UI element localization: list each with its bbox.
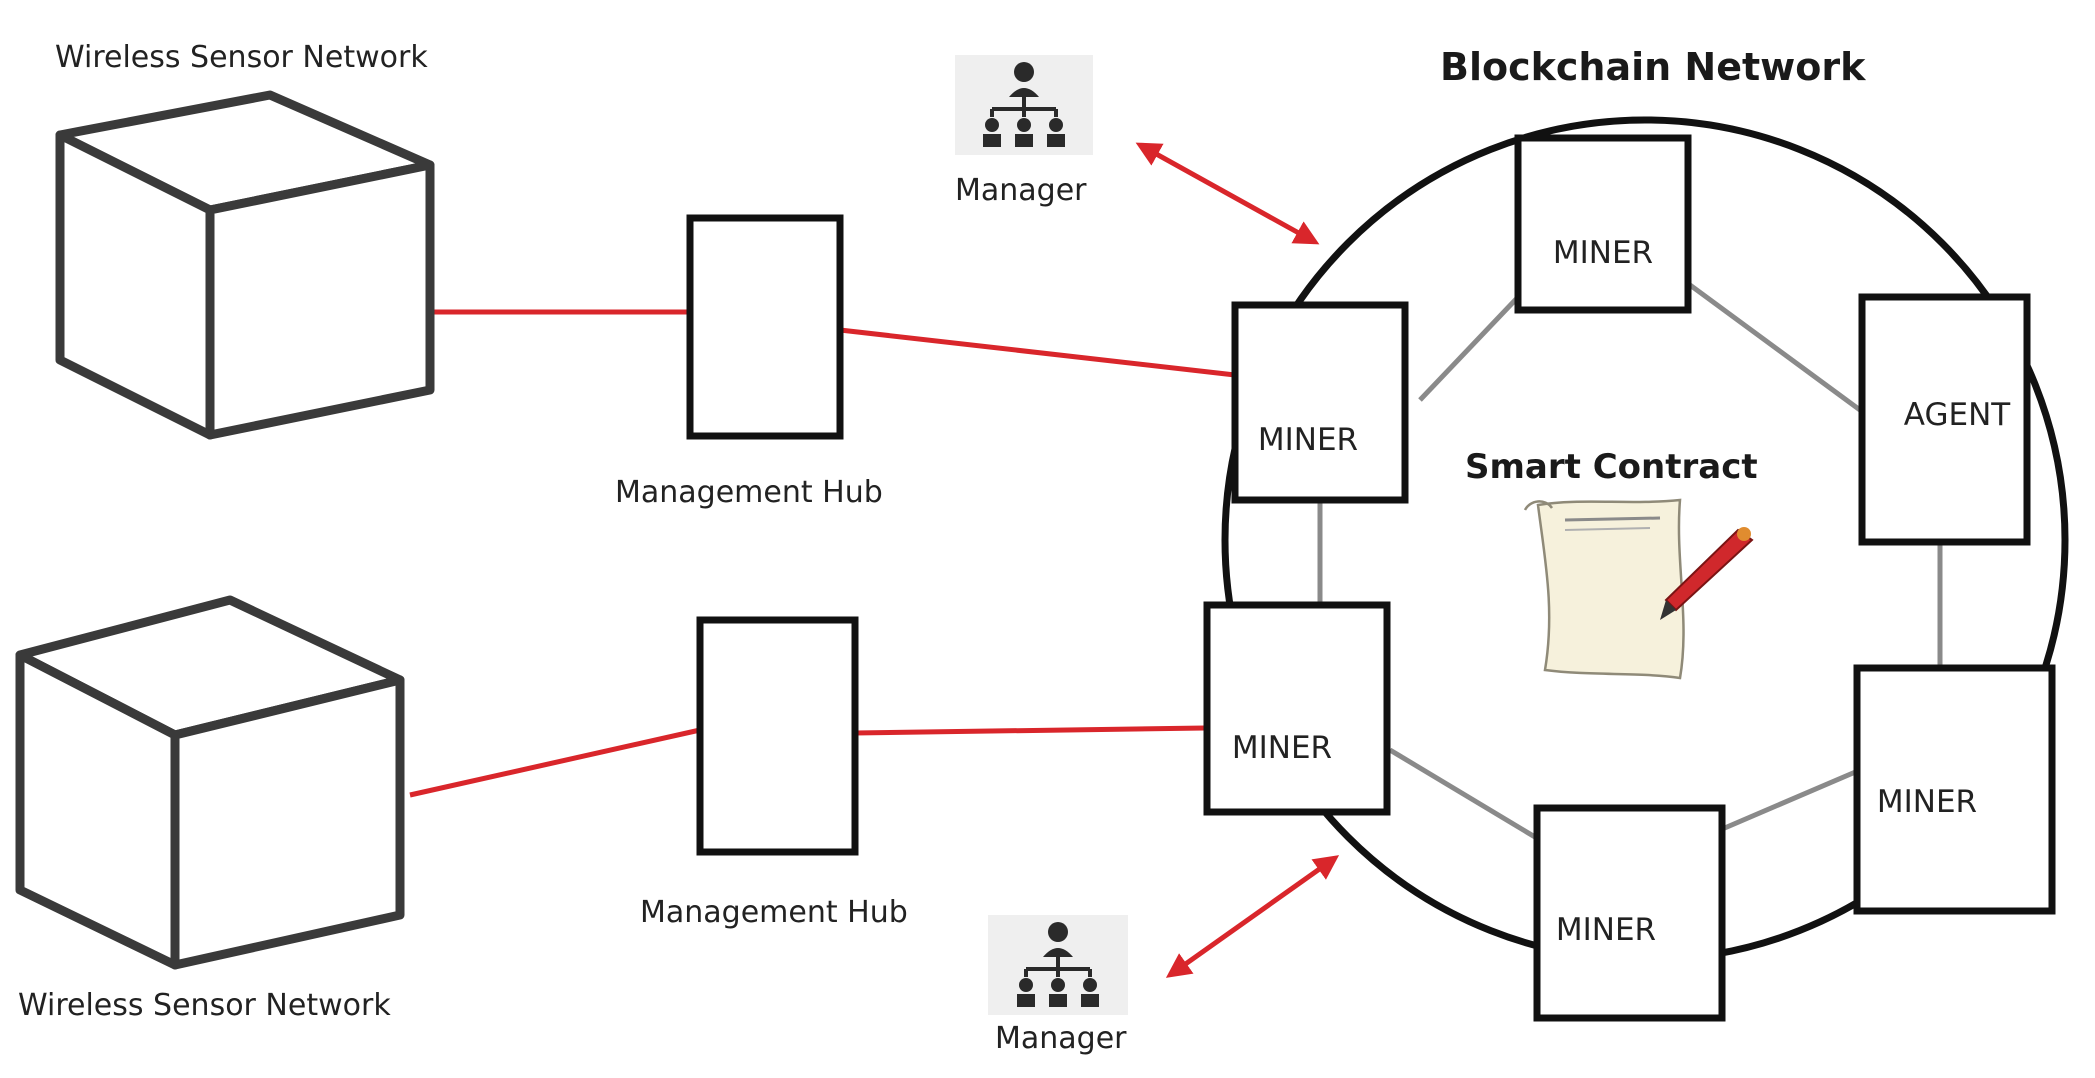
management-hub-2 [696, 616, 859, 856]
management-hub-1 [686, 214, 844, 440]
manager-label-top: Manager [955, 173, 1087, 208]
manager-arrow-top [1135, 142, 1320, 245]
ring-node-label: AGENT [1904, 397, 2011, 433]
wsn-label-2: Wireless Sensor Network [18, 988, 391, 1023]
ring-node-miner-right: MINER [1853, 664, 2056, 915]
ring-node-label: MINER [1553, 235, 1653, 271]
cube-side-face [170, 675, 405, 970]
org-chart-icon [988, 915, 1128, 1015]
ring-node-label: MINER [1258, 422, 1358, 458]
contract-scroll-icon [1523, 498, 1754, 680]
peer-link [1418, 293, 1522, 402]
peer-links [1317, 282, 1943, 843]
manager-arrow-bottom [1165, 855, 1340, 978]
wsn-cube-2 [15, 595, 405, 970]
peer-link [1388, 747, 1542, 843]
peer-link [1719, 767, 1861, 833]
org-chart-icon [955, 55, 1093, 155]
wsn-label-1: Wireless Sensor Network [55, 40, 428, 75]
smart-contract-label: Smart Contract [1465, 447, 1758, 487]
ring-node-miner-upper-left: MINER [1231, 301, 1409, 504]
cube-side-face [205, 160, 435, 440]
scroll-paper [1536, 498, 1685, 680]
peer-link [1688, 282, 1862, 413]
ring-node-miner-lower-left: MINER [1203, 601, 1391, 816]
data-links [409, 309, 1236, 798]
ring-node-label: MINER [1877, 784, 1977, 820]
ring-node-label: MINER [1556, 912, 1656, 948]
hub-to-miner-link [854, 725, 1206, 736]
ring-node-miner-top: MINER [1514, 134, 1692, 314]
manager-label-bottom: Manager [995, 1021, 1127, 1056]
hub-label-1: Management Hub [615, 475, 883, 510]
diagram-title: Blockchain Network [1440, 45, 1866, 89]
wsn-to-hub-link [409, 727, 701, 798]
pen-icon [1660, 527, 1754, 620]
ring-node-miner-bottom: MINER [1533, 804, 1726, 1022]
ring-node-label: MINER [1232, 730, 1332, 766]
hub-label-2: Management Hub [640, 895, 908, 930]
wsn-cube-1 [55, 90, 435, 440]
hub-to-miner-link [839, 327, 1236, 378]
ring-node-agent: AGENT [1858, 293, 2031, 546]
